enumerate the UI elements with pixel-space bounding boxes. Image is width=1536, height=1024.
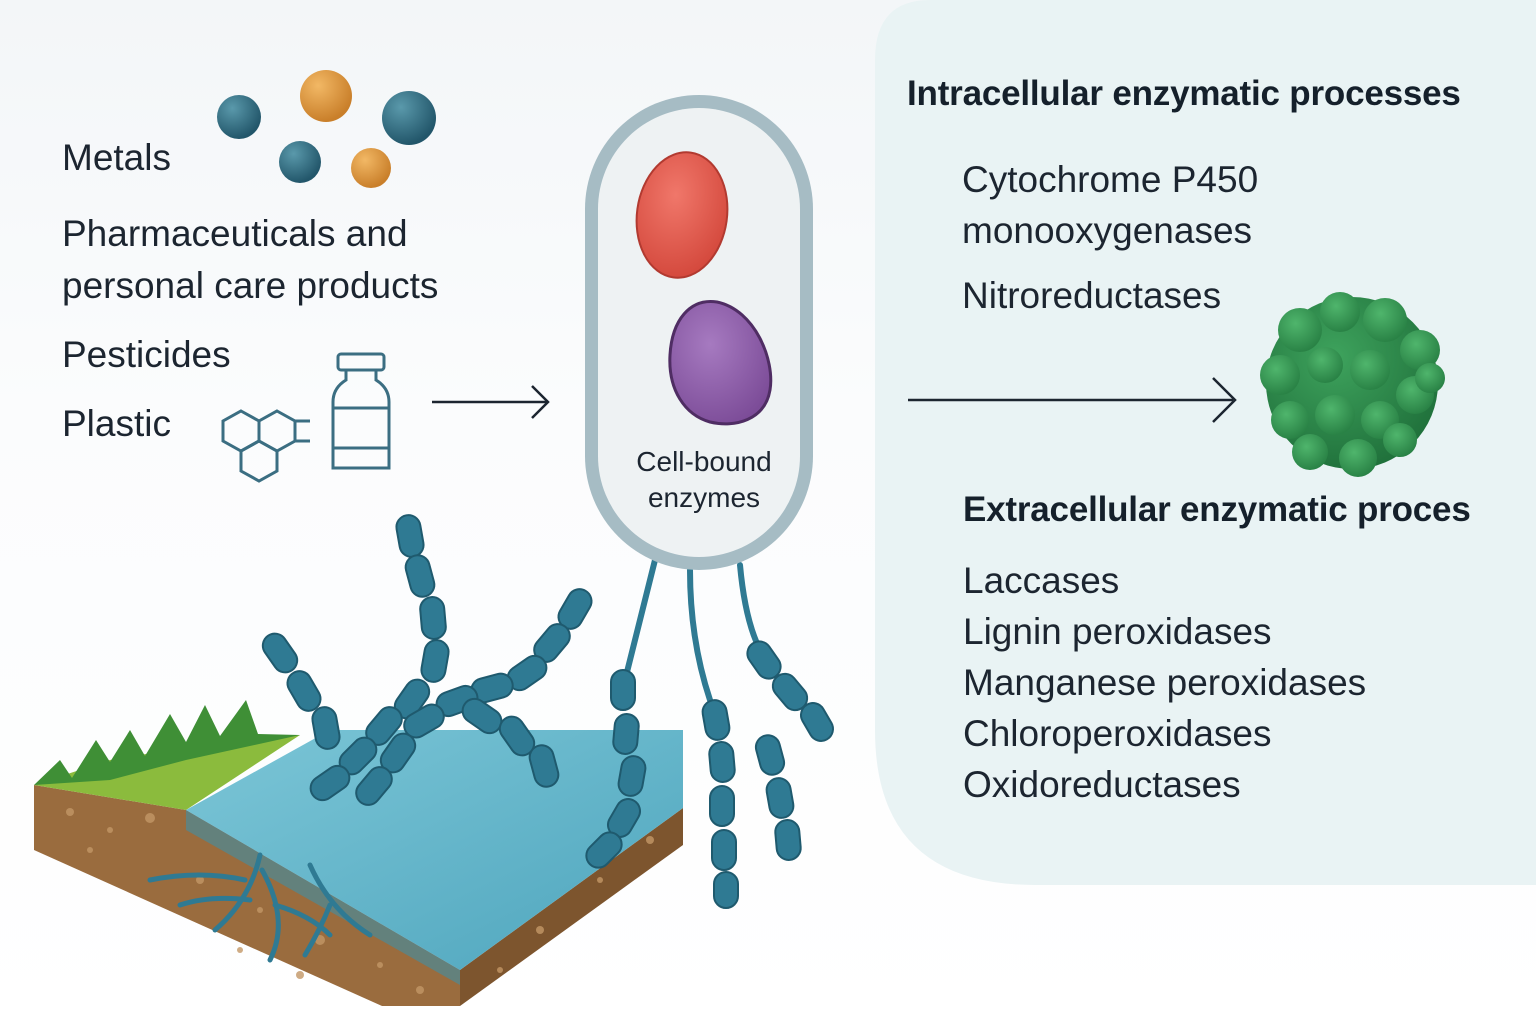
- filamentous-bacteria: [261, 514, 593, 806]
- label-pesticides: Pesticides: [62, 334, 231, 375]
- extracellular-item: Laccases: [963, 560, 1120, 601]
- intracellular-item-cytochrome-line2: monooxygenases: [962, 210, 1253, 251]
- cell-flagella: [585, 557, 834, 909]
- cell-bound-enzymes-label: Cell-bound enzymes: [616, 444, 792, 516]
- extracellular-item: Chloroperoxidases: [963, 713, 1272, 754]
- input-arrow: [432, 385, 550, 419]
- extracellular-item: Manganese peroxidases: [963, 662, 1367, 703]
- molecule-icon: [221, 409, 310, 483]
- intracellular-item-cytochrome-line1: Cytochrome P450: [962, 159, 1259, 200]
- metal-particles: [217, 70, 436, 188]
- extracellular-item: Oxidoreductases: [963, 764, 1241, 805]
- cell-label-line1: Cell-bound: [636, 446, 772, 477]
- bottle-icon: [331, 352, 391, 470]
- degraded-product-cluster: [1260, 292, 1445, 477]
- label-pharmaceuticals-line1: Pharmaceuticals and: [62, 213, 408, 254]
- extracellular-list: Laccases Lignin peroxidases Manganese pe…: [963, 555, 1366, 810]
- output-arrow: [908, 377, 1237, 423]
- intracellular-title: Intracellular enzymatic processes: [907, 74, 1461, 113]
- red-enzyme: [635, 151, 729, 279]
- extracellular-title: Extracellular enzymatic proces: [963, 490, 1471, 529]
- extracellular-item: Lignin peroxidases: [963, 611, 1272, 652]
- label-pharmaceuticals-line2: personal care products: [62, 265, 439, 306]
- cell-label-line2: enzymes: [647, 482, 761, 513]
- label-metals: Metals: [62, 137, 171, 178]
- label-plastic: Plastic: [62, 403, 171, 444]
- enzymatic-processes-panel: [875, 0, 1536, 885]
- purple-enzyme: [668, 300, 773, 426]
- intracellular-item-nitroreductases: Nitroreductases: [962, 275, 1222, 316]
